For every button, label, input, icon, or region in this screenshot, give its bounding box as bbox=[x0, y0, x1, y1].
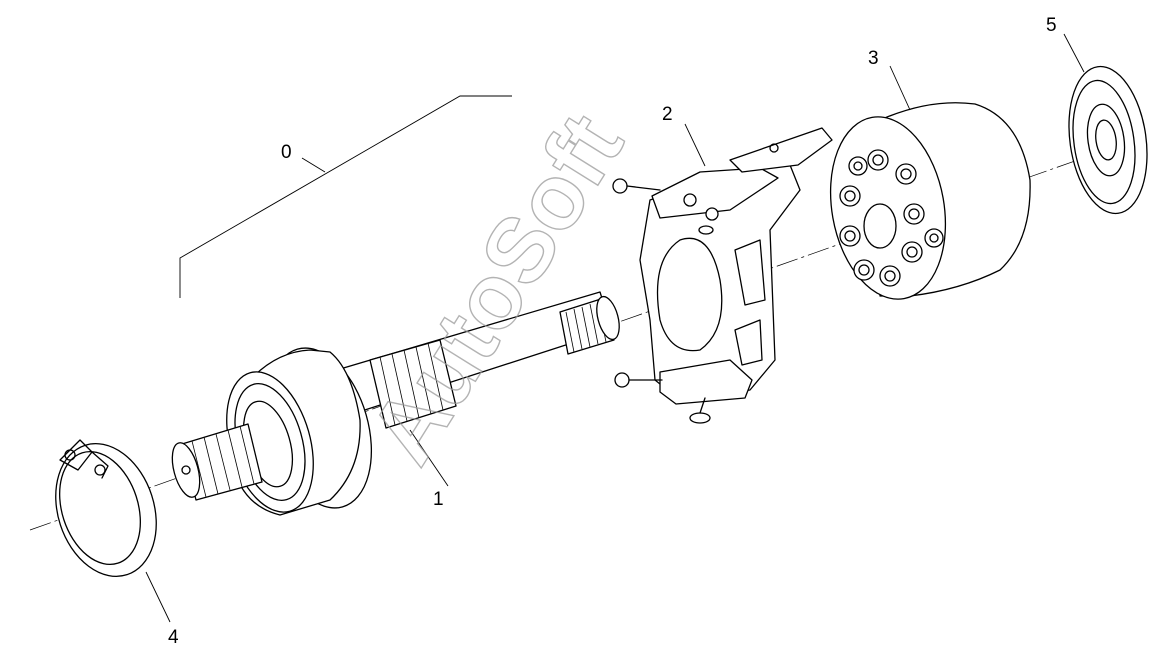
piston-bores bbox=[839, 149, 944, 287]
cylinder-block-part[interactable] bbox=[817, 102, 1031, 309]
callout-2[interactable]: 2 bbox=[662, 104, 673, 125]
callout-0[interactable]: 0 bbox=[281, 142, 292, 163]
snap-ring-part[interactable] bbox=[39, 430, 172, 589]
swashplate-part[interactable] bbox=[612, 127, 833, 424]
callout-3[interactable]: 3 bbox=[868, 48, 879, 69]
bearing-plate-part[interactable] bbox=[1060, 61, 1156, 218]
callout-5[interactable]: 5 bbox=[1046, 15, 1057, 36]
callout-numbers: 0 1 2 3 4 5 bbox=[168, 15, 1057, 648]
watermark-text: AutoSoft bbox=[350, 97, 642, 480]
callout-4[interactable]: 4 bbox=[168, 627, 179, 648]
leader-lines bbox=[145, 33, 1085, 623]
callout-1[interactable]: 1 bbox=[433, 489, 444, 510]
drive-shaft-part[interactable] bbox=[167, 291, 623, 522]
